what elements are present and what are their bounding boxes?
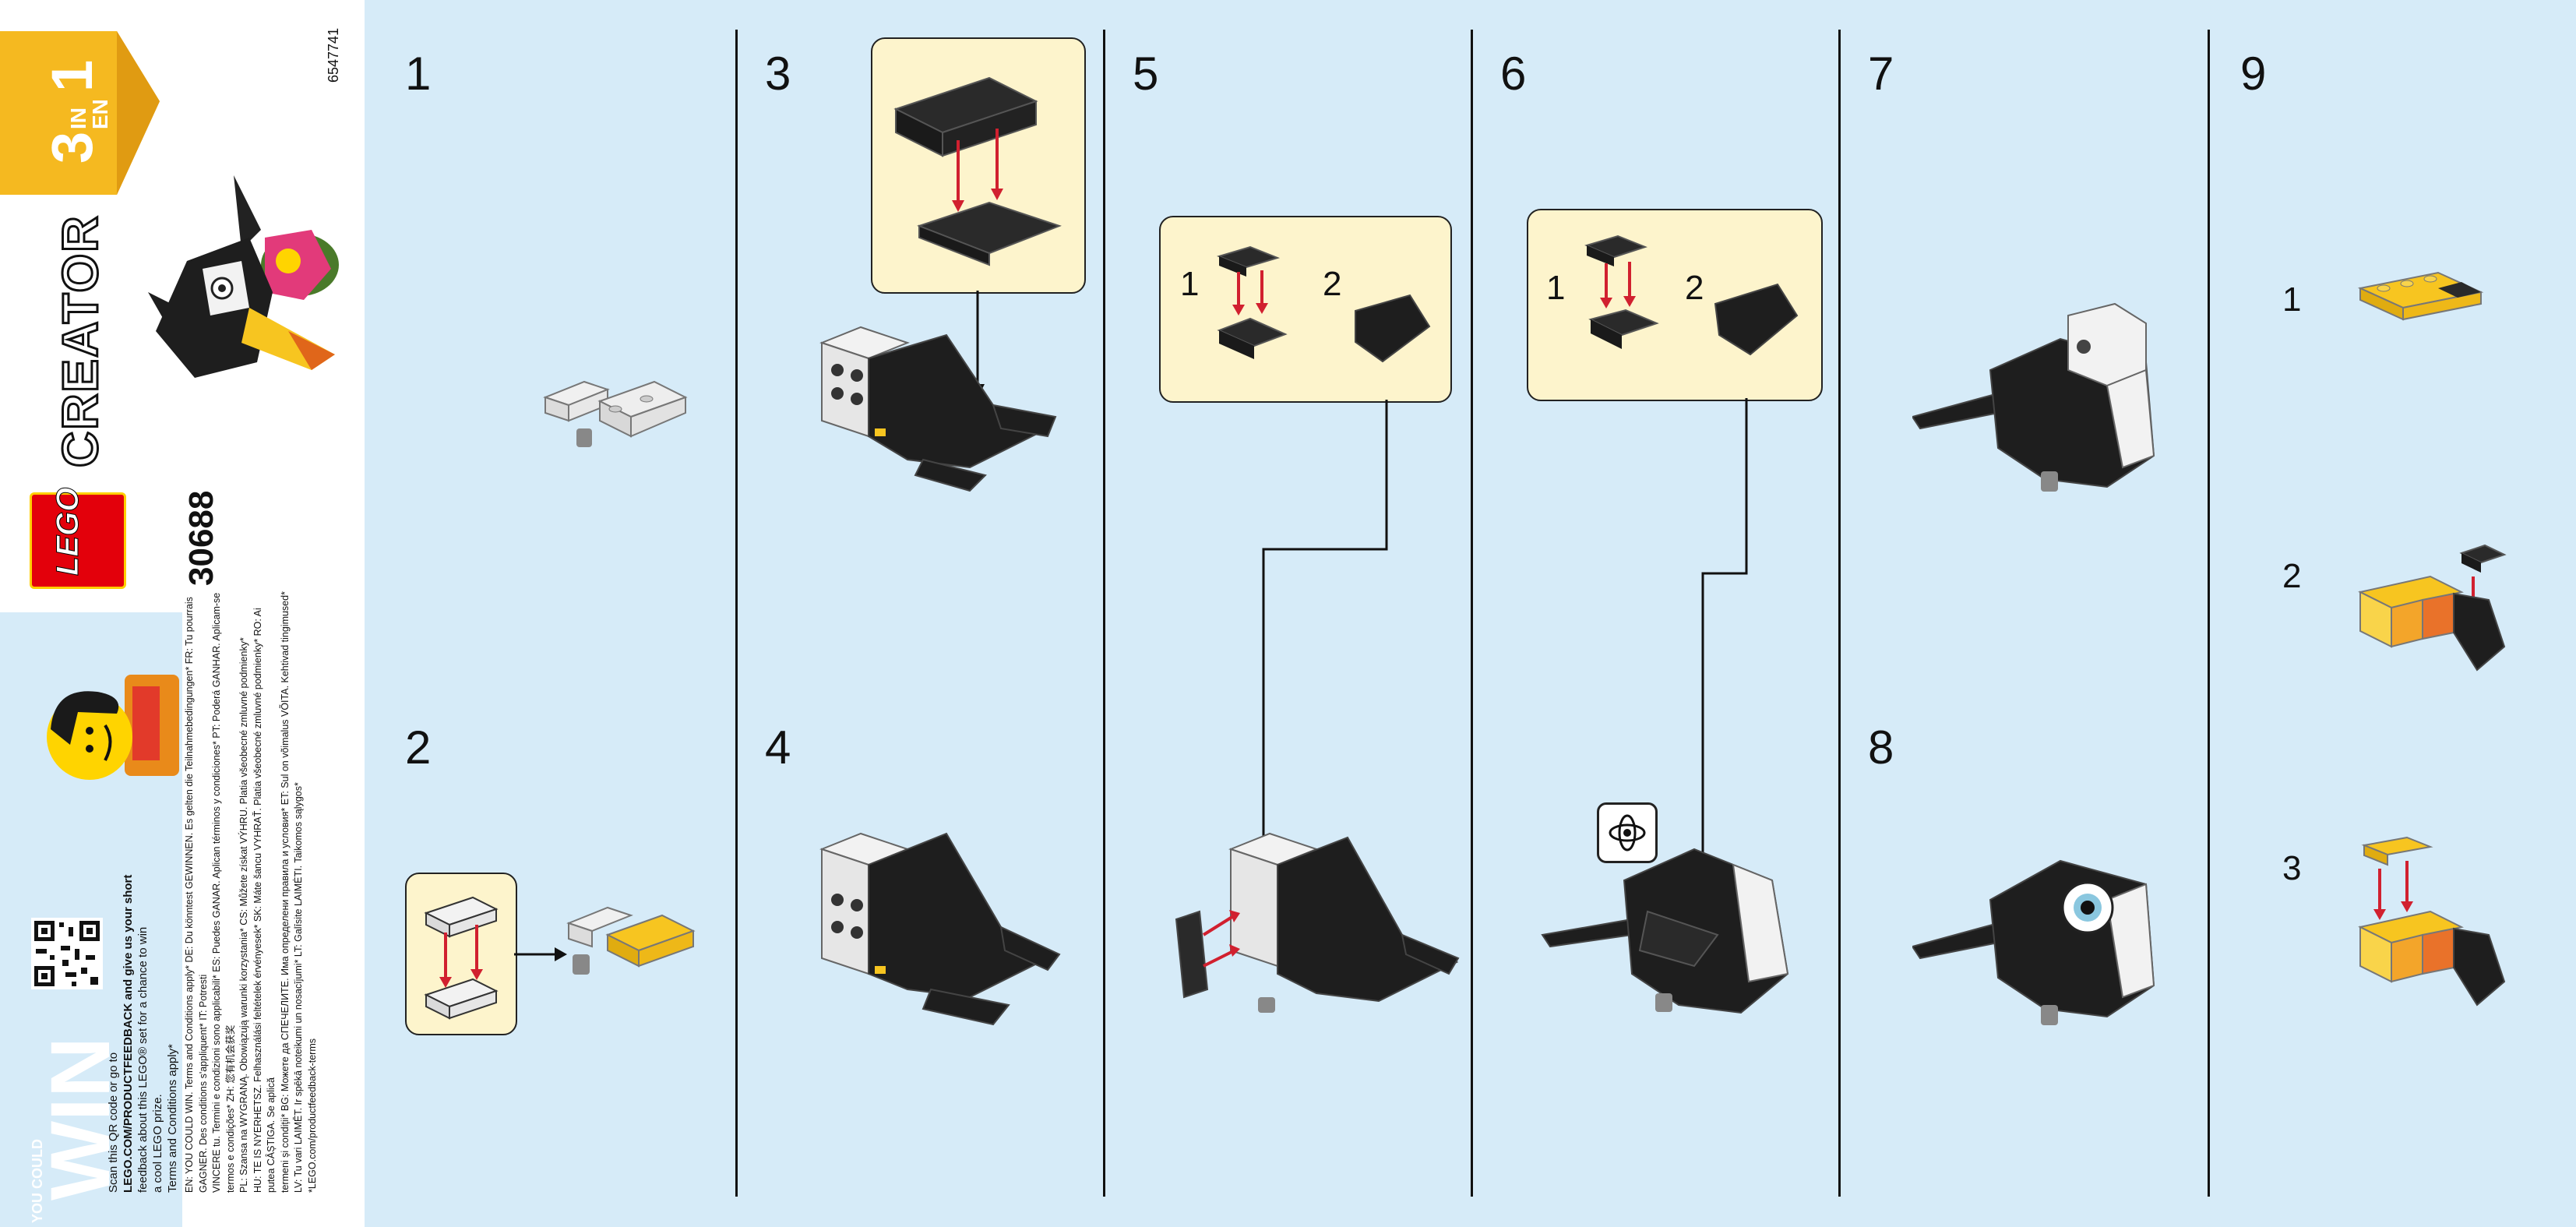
three-in-one-badge: 3 IN EN 1 bbox=[0, 31, 160, 195]
step9-1-image bbox=[2357, 271, 2484, 321]
step-number-6: 6 bbox=[1500, 48, 1527, 100]
cover-panel: 3 IN EN 1 CREATOR LEGO 30688 6547741 bbox=[0, 0, 365, 1227]
column-divider bbox=[1471, 30, 1473, 1197]
svg-text:1: 1 bbox=[40, 60, 104, 92]
set-number: 30688 bbox=[182, 490, 220, 586]
step6-substep-1: 1 bbox=[1546, 269, 1566, 307]
svg-text:3: 3 bbox=[40, 132, 104, 164]
step-number-5: 5 bbox=[1133, 48, 1159, 100]
you-could-label: YOU COULD bbox=[30, 1139, 45, 1223]
step9-3-image bbox=[2358, 836, 2506, 1007]
legal-text: EN: YOU COULD WIN. Terms and Conditions … bbox=[184, 591, 318, 1193]
column-divider bbox=[735, 30, 738, 1197]
minifigure-image bbox=[47, 675, 179, 780]
step5-substep-1: 1 bbox=[1180, 265, 1200, 303]
step-number-1: 1 bbox=[405, 48, 432, 100]
step9-substep-3: 3 bbox=[2282, 849, 2302, 887]
step9-2-image bbox=[2358, 544, 2507, 672]
step3-build-image bbox=[819, 326, 1057, 492]
win-instructions: Scan this QR code or go to LEGO.COM/PROD… bbox=[107, 874, 179, 1193]
step-number-3: 3 bbox=[765, 48, 791, 100]
series-title: CREATOR bbox=[51, 213, 110, 469]
step2-arrow bbox=[514, 947, 567, 961]
step3-parts-callout bbox=[871, 37, 1086, 294]
step7-build-image bbox=[1912, 302, 2155, 492]
step9-substep-1: 1 bbox=[2282, 280, 2302, 319]
step5-substep-2: 2 bbox=[1323, 265, 1342, 303]
step5-parts-callout bbox=[1159, 216, 1452, 403]
step-number-4: 4 bbox=[765, 721, 791, 774]
step2-parts-callout bbox=[405, 873, 517, 1035]
step1-build-image bbox=[543, 380, 688, 447]
svg-text:EN: EN bbox=[88, 99, 112, 129]
column-divider bbox=[1103, 30, 1105, 1197]
svg-text:IN: IN bbox=[66, 108, 90, 129]
toucan-cover-image bbox=[148, 175, 339, 378]
step8-build-image bbox=[1912, 859, 2155, 1025]
win-panel: WIN YOU COULD Scan this QR code or go to… bbox=[0, 591, 318, 1227]
document-code: 6547741 bbox=[326, 27, 341, 83]
step6-build-image bbox=[1541, 848, 1789, 1014]
step-number-7: 7 bbox=[1868, 48, 1894, 100]
qr-code[interactable] bbox=[31, 918, 103, 989]
step-number-8: 8 bbox=[1868, 721, 1894, 774]
step9-substep-2: 2 bbox=[2282, 557, 2302, 595]
step2-build-image bbox=[566, 906, 696, 975]
step5-build-image bbox=[1175, 832, 1460, 1013]
step4-build-image bbox=[819, 832, 1061, 1026]
lego-logo: LEGO bbox=[30, 487, 126, 589]
step6-substep-2: 2 bbox=[1685, 269, 1704, 307]
column-divider bbox=[1838, 30, 1841, 1197]
step-number-2: 2 bbox=[405, 721, 432, 774]
rotate-model-icon bbox=[1597, 802, 1658, 863]
step6-parts-callout bbox=[1527, 209, 1823, 401]
step-number-9: 9 bbox=[2240, 48, 2267, 100]
column-divider bbox=[2208, 30, 2210, 1197]
